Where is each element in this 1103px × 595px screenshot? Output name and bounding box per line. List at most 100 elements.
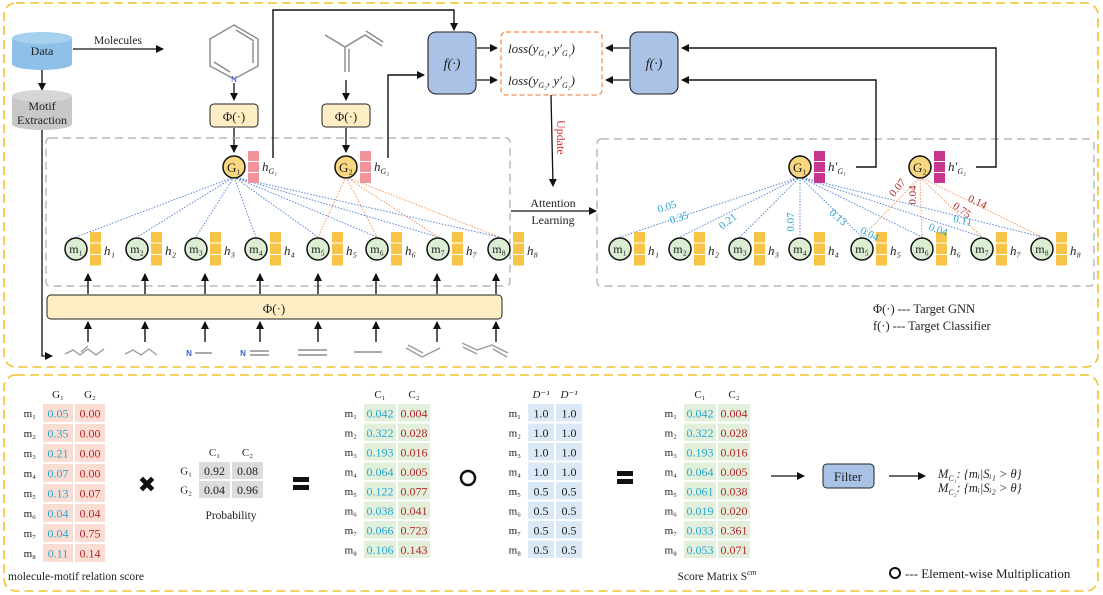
loss-g2: loss(yG₂, y′G₂)	[508, 73, 575, 90]
motif-embedding-cell	[90, 243, 101, 254]
graph-node-label: G₂	[913, 160, 927, 175]
matrix-cell	[75, 464, 105, 482]
matrix-cell-value: 0.033	[687, 523, 714, 537]
motif-embedding-cell	[210, 243, 221, 254]
matrix-cell-value: 0.04	[204, 483, 225, 497]
matrix-cell-value: 0.019	[687, 504, 714, 518]
motif-fragment-8	[461, 342, 509, 358]
matrix-cell	[684, 423, 716, 441]
motif-embedding-cell	[151, 255, 162, 266]
motif-embedding-cell	[391, 232, 402, 243]
matrix-cell	[718, 540, 750, 558]
matrix-cell-value: 1.0	[534, 445, 549, 459]
matrix-row-header: m₄	[509, 466, 522, 478]
svg-text:Filter: Filter	[834, 469, 863, 484]
motif-fragment-1	[64, 345, 105, 356]
matrix-cell-value: 0.35	[48, 427, 69, 441]
matrix-cell	[528, 443, 554, 461]
motif-embedding-label: h₂	[708, 243, 720, 258]
matrix-cell-value: 0.020	[721, 504, 748, 518]
matrix-cell	[43, 524, 73, 542]
result-c2: MC₂: {mᵢ|Sᵢ₂ > θ}	[937, 481, 1022, 497]
motif-embedding-cell	[634, 243, 645, 254]
matrix-cell	[398, 423, 430, 441]
matrix-cell-value: 1.0	[534, 406, 549, 420]
motif-fragment-7	[405, 344, 441, 358]
matrix-cell	[528, 501, 554, 519]
matrix-cell-value: 0.96	[237, 483, 258, 497]
matrix-cell-value: 0.041	[401, 504, 428, 518]
matrix-row-header: m₁	[509, 408, 522, 420]
motif-embedding-cell	[151, 232, 162, 243]
matrix-row-header: m₈	[345, 544, 358, 556]
matrix-cell	[364, 423, 396, 441]
matrix-cell	[364, 443, 396, 461]
matrix-row-header: m₇	[345, 525, 358, 537]
graph-embedding-cell	[360, 151, 371, 161]
matrix-cell	[199, 462, 230, 479]
multiply-symbol: ✖	[138, 472, 156, 497]
motif-node-label: m₈	[492, 242, 506, 256]
motif-embedding-label: h₈	[527, 243, 539, 258]
matrix-cell	[43, 464, 73, 482]
matrix-cell	[364, 462, 396, 480]
matrix-cell-value: 0.04	[48, 527, 69, 541]
matrix-cell-value: 0.361	[721, 523, 748, 537]
graph-embedding-label: h′G₁	[828, 159, 846, 176]
matrix-cell-value: 1.0	[534, 426, 549, 440]
matrix-cell	[528, 404, 554, 422]
fragment-n-atom-3: N	[186, 349, 192, 358]
motif-embedding-cell	[513, 243, 524, 254]
g1-weight-label: 0.13	[827, 207, 850, 229]
motif-embedding-label: h₄	[284, 243, 296, 258]
matrix-cell-value: 0.193	[687, 445, 714, 459]
graph-embedding-label: hG₁	[262, 159, 277, 176]
motif-label-1: Motif	[28, 99, 55, 113]
motif-embedding-cell	[936, 243, 947, 254]
motif-embedding-cell	[754, 243, 765, 254]
graph-embedding-cell	[248, 162, 259, 172]
motif-embedding-label: h₄	[828, 243, 840, 258]
matrix-cell-value: 0.05	[48, 407, 69, 421]
motif-embedding-cell	[694, 232, 705, 243]
matrix-cell	[684, 540, 716, 558]
matrix-cell	[75, 544, 105, 562]
motif-fragment-2	[124, 348, 158, 356]
motif-embedding-label: h₃	[224, 243, 235, 258]
matrix-row-header: m₆	[665, 505, 678, 517]
matrix-cell-value: 0.061	[687, 484, 714, 498]
motif-node-label: m₃	[189, 242, 203, 256]
matrix-col-header: G₁	[52, 389, 64, 401]
motif-embedding-cell	[210, 232, 221, 243]
motif-embedding-cell	[694, 255, 705, 266]
pyridine-molecule	[209, 24, 259, 80]
matrix-cell-value: 0.5	[562, 504, 577, 518]
motif-embedding-cell	[814, 232, 825, 243]
motif-embedding-cell	[876, 243, 887, 254]
matrix-cell-value: 0.5	[534, 523, 549, 537]
matrix-row-header: m₆	[24, 508, 37, 520]
classifier-box-right: f(·)	[629, 31, 679, 95]
g1-weight-label: 0.21	[717, 211, 740, 232]
motif-node	[244, 237, 268, 261]
matrix-cell-value: 0.00	[80, 407, 101, 421]
matrix-cell	[43, 484, 73, 502]
matrix-cell-value: 0.07	[80, 487, 101, 501]
motif-embedding-cell	[936, 255, 947, 266]
motif-node-label: m₄	[249, 242, 263, 256]
g2-edge	[919, 176, 983, 238]
motif-node	[728, 237, 752, 261]
matrix-cell	[556, 540, 582, 558]
motif-label-2: Extraction	[17, 113, 67, 127]
matrix-cell-value: 0.016	[721, 445, 748, 459]
motif-fragments	[64, 342, 509, 358]
pyridine-n-atom: N	[231, 75, 237, 84]
data-database: Data	[12, 32, 72, 70]
matrix-row-header: m₂	[509, 427, 522, 439]
g2-edge	[345, 176, 378, 238]
g1-weight-label: 0.07	[785, 212, 797, 232]
graph-embedding-cell	[934, 151, 945, 161]
